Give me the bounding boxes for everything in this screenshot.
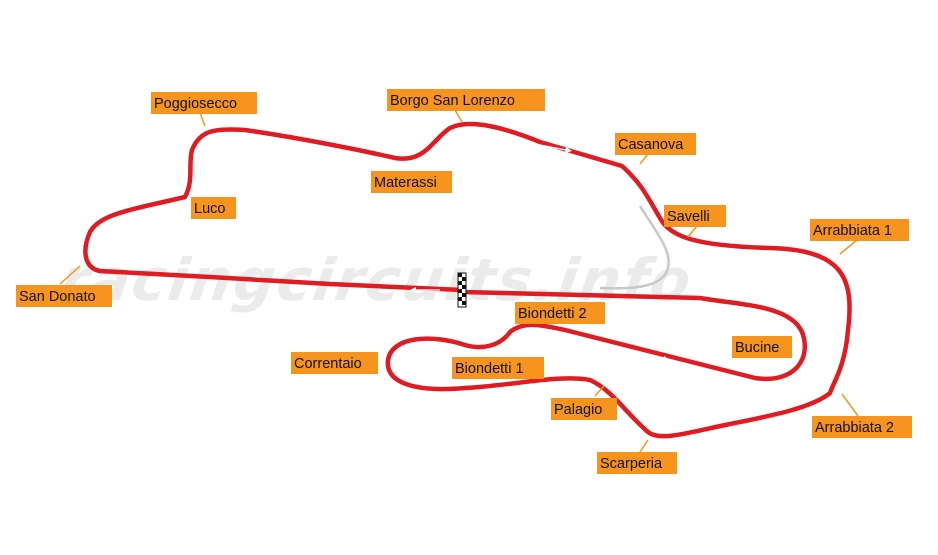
corner-label-arrabbiata2: Arrabbiata 2 [812,416,912,438]
leader-line [454,109,463,123]
corner-label-borgo: Borgo San Lorenzo [387,89,545,111]
leader-line [594,385,605,397]
corner-label-correntaio: Correntaio [291,352,378,374]
leader-line [639,439,649,453]
corner-label-poggiosecco: Poggiosecco [151,92,257,114]
svg-text:Poggiosecco: Poggiosecco [154,96,237,112]
corner-label-sandonato: San Donato [16,285,112,307]
svg-text:Arrabbiata 1: Arrabbiata 1 [813,223,892,239]
leader-line [639,153,649,165]
corner-label-scarperia: Scarperia [597,452,677,474]
corner-label-biondetti2: Biondetti 2 [515,302,605,324]
corner-label-savelli: Savelli [664,205,726,227]
leader-line [687,225,698,238]
start-finish-line [457,272,467,308]
svg-text:San Donato: San Donato [19,289,96,305]
corner-label-arrabbiata1: Arrabbiata 1 [810,219,909,241]
leader-line [199,112,206,127]
svg-text:Palagio: Palagio [554,402,602,418]
corner-label-palagio: Palagio [551,398,617,420]
leader-line [839,239,858,255]
svg-text:Casanova: Casanova [618,137,684,153]
svg-text:Biondetti 2: Biondetti 2 [518,306,587,322]
leader-line [841,393,859,417]
corner-label-luco: Luco [191,197,236,219]
svg-text:Biondetti 1: Biondetti 1 [455,361,524,377]
corner-label-bucine: Bucine [732,336,792,358]
svg-text:Borgo San Lorenzo: Borgo San Lorenzo [390,93,515,109]
svg-text:Bucine: Bucine [735,340,779,356]
svg-text:Materassi: Materassi [374,175,437,191]
pit-lane [599,205,670,290]
direction-arrow-icon [539,144,572,153]
direction-arrow-icon [410,287,440,293]
svg-text:Luco: Luco [194,201,225,217]
direction-arrow-icon [643,353,670,362]
corner-label-materassi: Materassi [371,171,452,193]
svg-text:Arrabbiata 2: Arrabbiata 2 [815,420,894,436]
svg-text:Correntaio: Correntaio [294,356,362,372]
svg-text:Scarperia: Scarperia [600,456,663,472]
track-outline [83,121,852,439]
svg-text:Savelli: Savelli [667,209,710,225]
corner-label-casanova: Casanova [615,133,696,155]
corner-label-biondetti1: Biondetti 1 [452,357,544,379]
leader-line [59,265,81,285]
